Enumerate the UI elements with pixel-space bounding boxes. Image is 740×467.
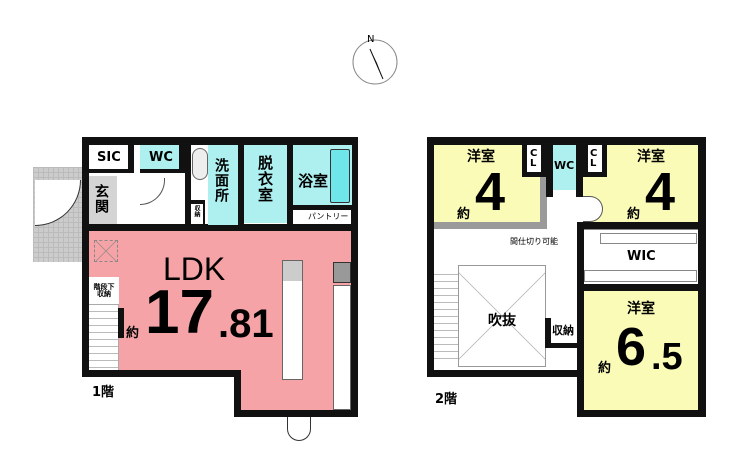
wall — [577, 284, 706, 291]
wic-shelf — [584, 270, 697, 282]
back-door-swing — [287, 417, 311, 441]
room-wc-1f — [140, 145, 185, 173]
wall — [82, 224, 358, 231]
sink-icon — [283, 261, 302, 281]
vanity — [192, 148, 208, 180]
void-area — [458, 265, 546, 367]
western-big-label: 洋室 — [627, 301, 655, 317]
room-storage-2f — [545, 318, 577, 348]
western-big-size-integer: 6 — [616, 317, 647, 377]
western-left-size: 4 — [475, 162, 506, 222]
room-ldk — [89, 231, 351, 370]
wall — [427, 137, 434, 377]
wall — [82, 370, 240, 377]
ldk-prefix: 約 — [126, 326, 140, 341]
kitchen-counter — [333, 285, 351, 410]
wall — [577, 222, 706, 229]
sic-label: SIC — [97, 150, 121, 165]
partition-note: 間仕切り可能 — [510, 237, 558, 246]
hall-door-swing — [140, 178, 165, 205]
stairs-2f — [434, 268, 458, 363]
storage-label-1f: 収納 — [193, 205, 200, 217]
wic-label: WIC — [627, 249, 656, 264]
western-big-prefix: 約 — [598, 361, 612, 376]
wall — [427, 137, 706, 145]
entrance-label: 玄関 — [93, 184, 109, 214]
wall — [234, 410, 358, 417]
wall — [234, 345, 241, 417]
compass: N — [350, 34, 400, 87]
room-dressing — [244, 145, 288, 223]
skylight-mark — [94, 240, 118, 262]
room-wc-2f — [553, 145, 576, 190]
wall — [293, 205, 352, 210]
compass-icon — [352, 39, 398, 85]
void-label: 吹抜 — [488, 313, 516, 329]
wall — [351, 137, 358, 417]
wall — [576, 137, 583, 197]
western-big-size-decimal: .5 — [651, 336, 683, 378]
wall — [82, 137, 89, 377]
wall — [577, 410, 706, 417]
cl-right-label: CL — [590, 148, 598, 169]
room-western-right — [607, 145, 698, 177]
wc-label-1f: WC — [149, 150, 173, 165]
bathtub — [330, 149, 350, 203]
closet-left — [522, 145, 546, 177]
north-label: N — [367, 34, 375, 45]
room-wic — [584, 229, 698, 284]
room-western-right-lower — [583, 177, 698, 222]
room-storage-1f — [191, 200, 205, 224]
closet-right — [583, 145, 607, 177]
room-pantry — [295, 212, 351, 224]
western-right-size: 4 — [645, 162, 676, 222]
kitchen-island — [282, 260, 303, 380]
wall — [577, 229, 584, 294]
ldk-size-decimal: .81 — [218, 302, 274, 346]
western-left-prefix: 約 — [457, 207, 471, 222]
bath-label: 浴室 — [298, 172, 329, 190]
room-entrance — [89, 176, 117, 224]
wall — [698, 137, 706, 417]
dressing-label: 脱衣室 — [256, 155, 274, 203]
wall — [577, 290, 584, 417]
wall — [238, 137, 244, 231]
wall — [427, 370, 584, 377]
room-sic — [89, 145, 134, 173]
wall — [185, 137, 191, 231]
floor1-label: 1階 — [92, 385, 115, 400]
western-left-label: 洋室 — [467, 149, 495, 165]
under-stairs-storage — [89, 277, 119, 305]
room-western-big — [584, 291, 698, 410]
ldk-size-integer: 17 — [145, 278, 214, 347]
washroom-label: 洗面所 — [213, 158, 229, 203]
wall — [546, 137, 553, 197]
wall — [287, 137, 293, 231]
door-swing — [583, 196, 603, 222]
under-stairs-label: 階段下収納 — [93, 283, 115, 298]
western-right-label: 洋室 — [637, 149, 665, 165]
wall — [82, 137, 358, 145]
stove-icon — [333, 262, 351, 283]
floor2-label: 2階 — [435, 392, 458, 407]
wic-shelf — [600, 233, 697, 244]
storage-label-2f: 収納 — [552, 324, 574, 337]
room-washroom — [208, 145, 239, 225]
western-right-prefix: 約 — [627, 207, 641, 222]
cl-left-label: CL — [530, 148, 538, 169]
wall — [118, 308, 124, 338]
wc-label-2f: WC — [554, 159, 575, 172]
ldk-label: LDK — [163, 251, 226, 287]
pantry-label: パントリー — [308, 212, 349, 221]
